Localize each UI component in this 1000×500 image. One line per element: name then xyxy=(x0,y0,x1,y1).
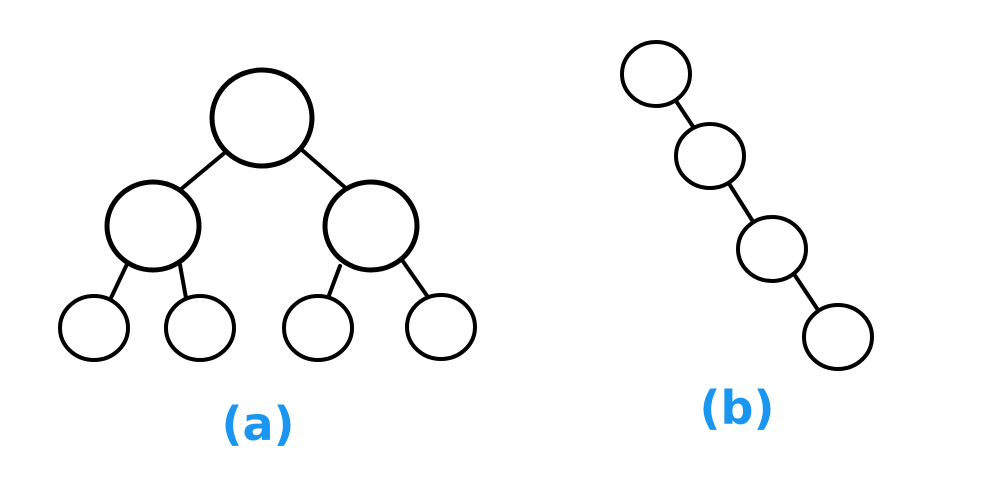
edge-root-right xyxy=(300,148,350,192)
edge-right-leaf4 xyxy=(400,258,432,302)
edge-left-leaf1 xyxy=(108,260,130,302)
leaf-node-3 xyxy=(282,294,354,362)
edge-chain-1 xyxy=(672,96,696,130)
edge-chain-3 xyxy=(792,272,820,312)
balanced-tree xyxy=(58,67,477,362)
chain-node-4 xyxy=(802,303,874,371)
root-node xyxy=(209,67,315,169)
edge-chain-2 xyxy=(726,180,754,222)
chain-node-2 xyxy=(674,122,746,190)
edge-root-left xyxy=(178,148,230,192)
leaf-node-1 xyxy=(58,294,130,362)
left-child-node xyxy=(104,179,202,273)
leaf-node-2 xyxy=(164,294,236,362)
chain-node-1 xyxy=(620,40,692,108)
chain-node-3 xyxy=(736,215,808,283)
edge-right-leaf3 xyxy=(326,264,342,300)
caption-a: (a) xyxy=(221,397,294,451)
edge-left-leaf2 xyxy=(178,263,188,300)
leaf-node-4 xyxy=(405,293,477,361)
chain-tree xyxy=(620,40,874,371)
right-child-node xyxy=(322,179,420,273)
caption-b: (b) xyxy=(700,381,775,435)
